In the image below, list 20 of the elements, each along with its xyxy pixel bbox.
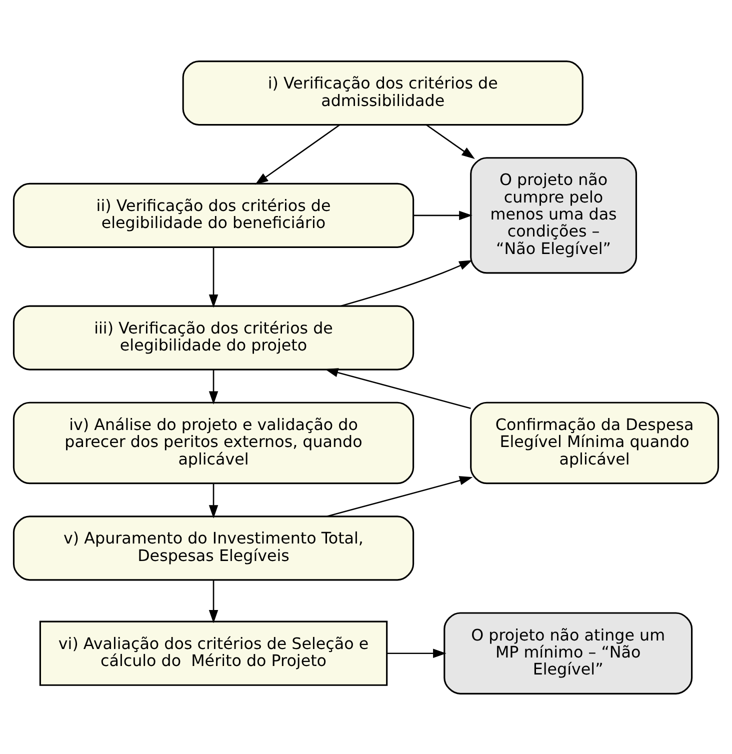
arrow [208,580,218,623]
node-box: iii) Verificação dos critérios de elegibilidade do projeto [12,304,414,370]
arrow [426,124,475,158]
arrow [208,247,218,308]
arrow [340,260,472,306]
node-box: iv) Análise do projeto e validação do parecer dos peritos externos, quando aplicável [12,401,414,484]
arrow [413,210,472,220]
node-box: Confirmação da Despesa Elegível Mínima quando aplicável [470,401,720,484]
node-box: O projeto não atinge um MP mínimo – “Não Elegível” [444,612,693,694]
arrow [387,648,446,658]
arrow [326,476,473,516]
node-box: ii) Verificação dos critérios de elegibilidade do beneficiário [12,182,414,248]
node-box: i) Verificação dos critérios de admissibilidade [182,60,584,126]
node-box: O projeto não cumpre pelo menos uma das condições – “Não Elegível” [470,156,638,274]
arrow [324,368,471,408]
arrow [208,483,218,518]
node-box: vi) Avaliação dos critérios de Seleção e cálculo do Mérito do Projeto [39,620,388,686]
arrow [254,124,340,184]
node-box: v) Apuramento do Investimento Total, Despesas Elegíveis [12,515,414,580]
arrow [208,369,218,404]
